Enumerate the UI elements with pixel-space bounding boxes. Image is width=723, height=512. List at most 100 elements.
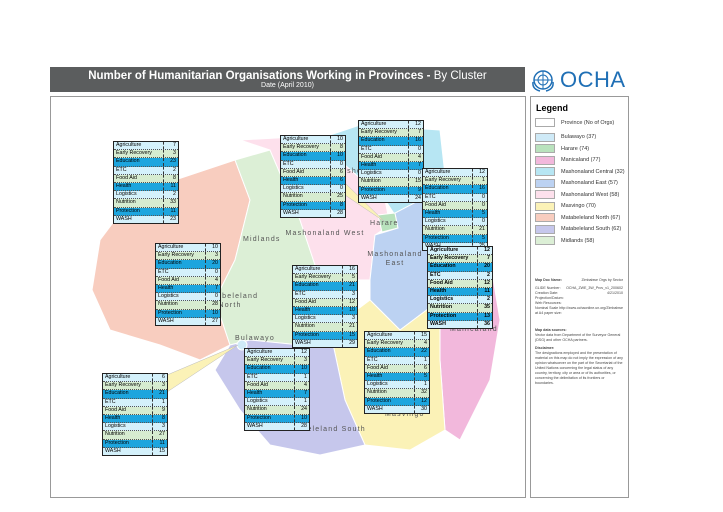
- creation-value: 4/21/2010: [607, 291, 623, 295]
- glide-value: OCHA_ZWE_3W_Prov_v1_200602: [566, 286, 623, 290]
- org-count: 0: [205, 268, 220, 276]
- org-count: 10: [294, 414, 309, 422]
- label-harare: Harare: [370, 220, 399, 227]
- cluster-name: WASH: [367, 405, 383, 412]
- legend-item: Bulawayo (37): [535, 132, 628, 144]
- org-count: 8: [152, 414, 167, 423]
- org-count: 0: [205, 293, 220, 301]
- legend-panel: Legend Province (No of Orgs) Bulawayo (3…: [530, 96, 629, 498]
- legend-swatch: [535, 201, 555, 211]
- org-count: 27: [152, 431, 167, 439]
- legend-item: Manicaland (77): [535, 155, 628, 167]
- org-count: 2: [477, 271, 492, 279]
- cluster-name: Health: [361, 161, 377, 168]
- org-count: 3: [342, 290, 357, 298]
- legend-item-label: Masvingo (70): [561, 203, 596, 210]
- cluster-name: Health: [430, 287, 447, 294]
- cluster-name: ETC: [283, 160, 294, 167]
- projection-label: Projection/Datum:: [535, 296, 564, 300]
- label-mashonaland-east: Mashonaland East: [367, 251, 423, 267]
- org-count: 21: [152, 390, 167, 398]
- legend-item: Matabeleland South (62): [535, 224, 628, 236]
- web-value[interactable]: http://www.ochaonline.un.org/Zimbabwe: [559, 306, 623, 310]
- doc-name-label: Map Doc Name:: [535, 278, 562, 282]
- table-row: Health 6: [281, 176, 345, 186]
- label-masvingo: Masvingo: [385, 411, 425, 418]
- cluster-name: ETC: [367, 356, 378, 363]
- cluster-name: Health: [367, 372, 383, 379]
- legend-key-label: Province (No of Orgs): [561, 119, 615, 126]
- org-count: 7: [205, 284, 220, 293]
- legend-item-label: Manicaland (77): [561, 157, 601, 164]
- cluster-name: Agriculture: [105, 374, 131, 380]
- cluster-name: Logistics: [361, 170, 382, 177]
- cluster-name: Education: [295, 282, 319, 289]
- cluster-name: Protection: [105, 439, 129, 446]
- legend-item-label: Mashonaland West (58): [561, 191, 620, 198]
- legend-item-label: Mashonaland East (57): [561, 180, 618, 187]
- org-count: 11: [163, 182, 178, 191]
- cluster-name: Health: [283, 176, 299, 183]
- org-count: 6: [330, 176, 345, 185]
- legend-item: Masvingo (70): [535, 201, 628, 213]
- org-count: 2: [477, 296, 492, 304]
- org-count: 5: [472, 209, 487, 218]
- cluster-name: Early Recovery: [283, 144, 319, 151]
- org-count: 4: [408, 153, 423, 161]
- org-count: 25: [330, 193, 345, 201]
- cluster-name: Logistics: [425, 218, 446, 225]
- org-count: 12: [477, 279, 492, 287]
- org-count: 7: [408, 129, 423, 137]
- org-count: 10: [294, 365, 309, 373]
- org-count: 7: [408, 161, 423, 170]
- org-count: 15: [152, 447, 167, 455]
- title-bar: Number of Humanitarian Organisations Wor…: [50, 67, 525, 92]
- cluster-name: WASH: [105, 447, 121, 454]
- legend-key: Province (No of Orgs): [535, 117, 628, 129]
- org-count: 3: [205, 252, 220, 260]
- legend-swatch: [535, 236, 555, 246]
- legend-swatch: [535, 178, 555, 188]
- cluster-name: Logistics: [105, 423, 126, 430]
- cluster-name: Early Recovery: [116, 150, 152, 157]
- org-count: 11: [152, 439, 167, 447]
- org-count: 24: [294, 406, 309, 414]
- scale-label: Nominal Scale at A4 paper size:: [535, 306, 562, 315]
- cluster-name: Logistics: [295, 315, 316, 322]
